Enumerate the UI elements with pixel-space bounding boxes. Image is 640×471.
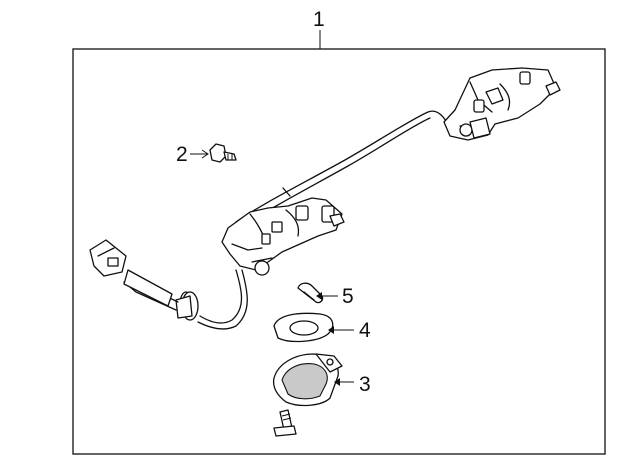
- callout-5: 5: [342, 285, 354, 308]
- assembly-frame: [72, 48, 606, 455]
- part-5-bulb: [297, 282, 338, 304]
- callout-3: 3: [359, 373, 371, 396]
- part-1-harness-assembly: [89, 67, 561, 330]
- callout-4: 4: [359, 319, 371, 342]
- screw: [273, 409, 297, 437]
- callout-2: 2: [176, 143, 188, 166]
- part-4-gasket: [273, 312, 354, 343]
- callout-1: 1: [313, 8, 325, 31]
- part-2-bolt: [192, 143, 237, 163]
- part-3-lens-housing: [272, 353, 354, 407]
